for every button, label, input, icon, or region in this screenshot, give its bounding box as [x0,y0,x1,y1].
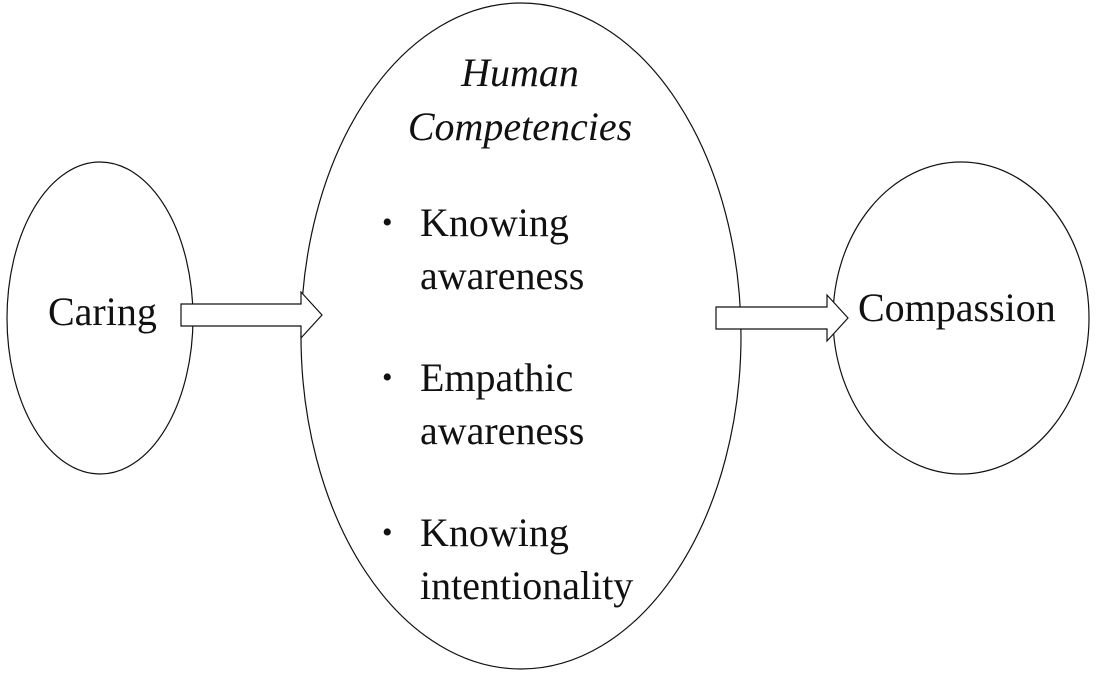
list-item-line2: intentionality [420,563,634,608]
list-item: • Knowing intentionality [380,506,680,612]
list-item-line2: awareness [420,253,585,298]
bullet-dot-icon: • [382,206,393,239]
list-item-line1: Knowing [420,200,569,245]
bullet-dot-icon: • [382,516,393,549]
list-item-line1: Empathic [420,355,574,400]
bullet-dot-icon: • [382,361,393,394]
caring-label: Caring [48,289,157,334]
center-title-line1: Human [461,50,579,95]
list-item-line1: Knowing [420,510,569,555]
list-item: • Empathic awareness [380,351,680,457]
list-item: • Knowing awareness [380,196,680,302]
center-title-line2: Competencies [407,104,633,149]
competencies-list: • Knowing awareness • Empathic awareness… [380,196,680,612]
center-title: Human Competencies [370,46,670,154]
list-item-line2: awareness [420,408,585,453]
compassion-label: Compassion [858,285,1056,330]
arrow-caring-to-competencies [180,290,323,340]
arrow-competencies-to-compassion [715,293,849,343]
